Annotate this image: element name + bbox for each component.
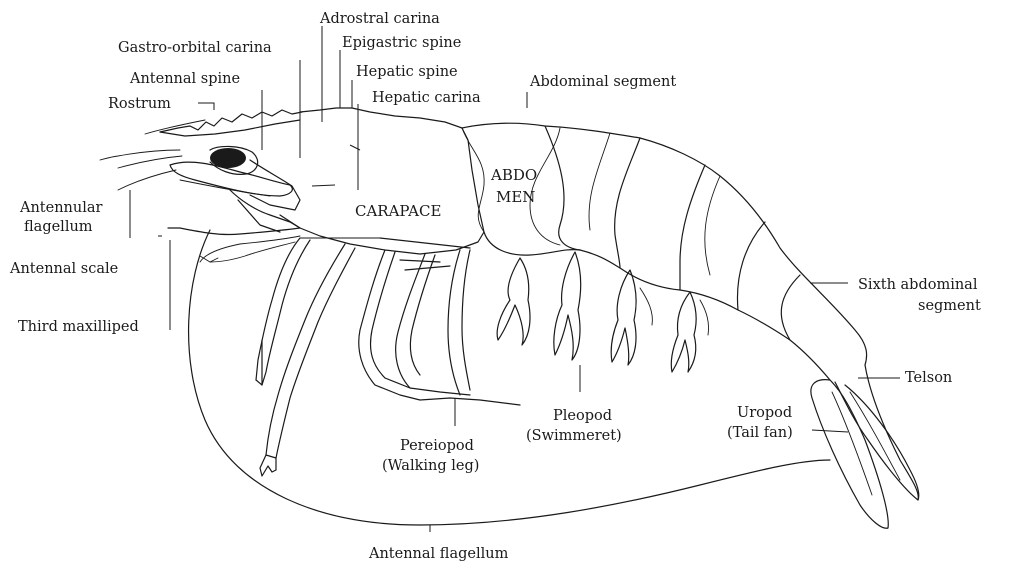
abdomen-ventral-outline <box>484 232 830 380</box>
third-maxilliped <box>168 228 300 235</box>
pleopod-2 <box>554 252 581 360</box>
pereiopod-2-chela <box>260 455 276 476</box>
label-hepatic-carina: Hepatic carina <box>372 90 481 106</box>
label-pleopod-1: Pleopod <box>553 408 612 424</box>
pereiopod-2 <box>266 244 345 455</box>
leader-lines <box>130 26 900 532</box>
shrimp-body <box>280 108 919 528</box>
carapace-outline <box>280 108 484 254</box>
label-uropod-2: (Tail fan) <box>727 425 793 441</box>
antennular-flagellum <box>100 150 180 160</box>
segment-5-divider <box>781 275 800 340</box>
label-hepatic-spine: Hepatic spine <box>356 64 458 80</box>
label-third-maxilliped: Third maxilliped <box>18 319 139 335</box>
label-abdomen-1: ABDO <box>490 166 537 184</box>
label-gastro-orbital-carina: Gastro-orbital carina <box>118 40 272 56</box>
pleopod-1 <box>497 258 530 345</box>
label-pereiopod-2: (Walking leg) <box>382 458 479 474</box>
label-epigastric-spine: Epigastric spine <box>342 35 461 51</box>
label-pleopod-2: (Swimmeret) <box>526 428 622 444</box>
pleopods <box>497 252 708 372</box>
label-antennal-scale: Antennal scale <box>9 261 118 277</box>
label-rostrum: Rostrum <box>108 96 171 112</box>
label-antennular-flagellum-2: flagellum <box>24 219 93 235</box>
label-adrostral-carina: Adrostral carina <box>319 11 440 27</box>
segment-2-divider <box>615 138 640 268</box>
segment-1-divider <box>545 126 580 250</box>
segment-4-divider <box>737 222 765 310</box>
label-pereiopod-1: Pereiopod <box>400 438 474 454</box>
rostrum <box>160 110 302 132</box>
label-antennular-flagellum-1: Antennular <box>19 200 103 216</box>
label-sixth-abdominal-segment-1: Sixth abdominal <box>858 277 978 293</box>
labels: Adrostral carina Epigastric spine Gastro… <box>9 11 981 562</box>
pereiopod-5 <box>448 250 460 395</box>
label-abdominal-segment: Abdominal segment <box>529 74 676 90</box>
pereiopod-3 <box>359 250 385 385</box>
segment-3-divider <box>680 165 705 290</box>
pleopod-4 <box>671 292 696 372</box>
pleopod-3 <box>611 270 636 365</box>
label-uropod-1: Uropod <box>737 405 792 421</box>
uropod-outer <box>811 380 888 529</box>
label-carapace: CARAPACE <box>355 202 441 220</box>
antennal-flagellum <box>189 230 830 525</box>
label-antennal-spine: Antennal spine <box>129 71 240 87</box>
label-sixth-abdominal-segment-2: segment <box>918 298 981 314</box>
pereiopods <box>256 238 520 476</box>
label-antennal-flagellum: Antennal flagellum <box>368 546 509 562</box>
label-telson: Telson <box>905 370 952 386</box>
pereiopod-4 <box>396 254 425 388</box>
label-abdomen-2: MEN <box>496 188 535 206</box>
eye <box>210 148 246 168</box>
